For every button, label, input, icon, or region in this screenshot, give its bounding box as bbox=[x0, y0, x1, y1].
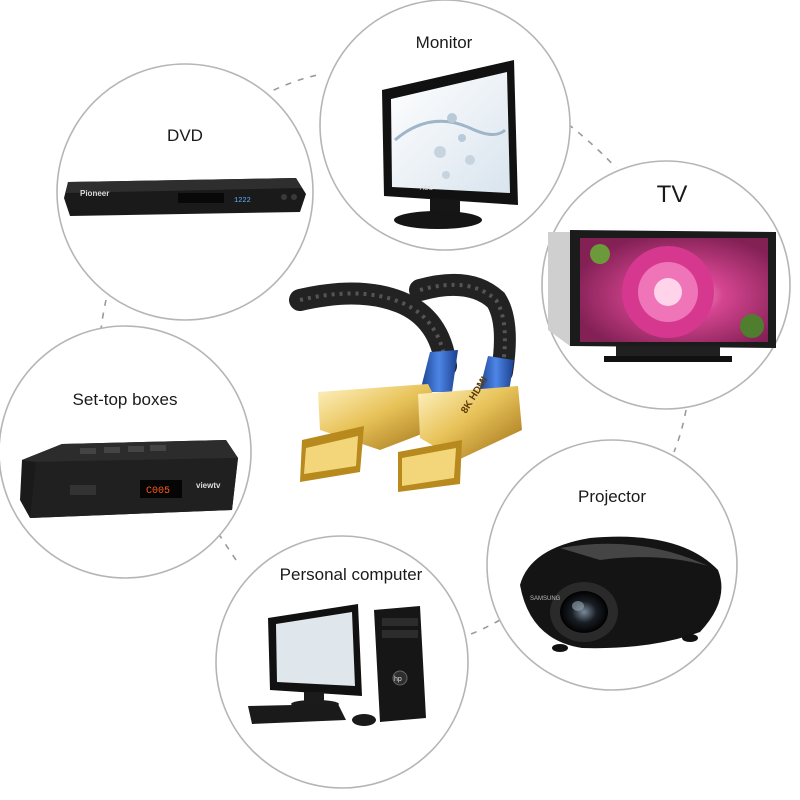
dvd-player-icon: Pioneer 1222 bbox=[64, 178, 306, 216]
dvd-label: DVD bbox=[167, 126, 203, 145]
monitor-brand: AOC bbox=[420, 186, 434, 192]
connector-monitor-tv bbox=[567, 123, 617, 169]
connector-pc-settop bbox=[215, 529, 237, 561]
settop-brand: viewtv bbox=[196, 481, 221, 490]
pc-brand: hp bbox=[394, 676, 402, 683]
projector-icon: SAMSUNG bbox=[520, 536, 722, 652]
dvd-brand: Pioneer bbox=[80, 189, 109, 198]
connector-lines bbox=[99, 73, 687, 637]
projector-brand: SAMSUNG bbox=[530, 596, 561, 602]
set-top-box-icon: C005 viewtv bbox=[20, 440, 238, 518]
dvd-display: 1222 bbox=[234, 197, 251, 205]
desktop-computer-icon: hp bbox=[248, 604, 426, 726]
monitor-label: Monitor bbox=[415, 33, 473, 52]
connector-projector-pc bbox=[465, 619, 501, 637]
monitor-icon: AOC bbox=[382, 60, 518, 229]
settop-display: C005 bbox=[146, 486, 170, 497]
projector-label: Projector bbox=[577, 487, 647, 506]
connector-tv-projector bbox=[673, 409, 687, 453]
connector-dvd-monitor bbox=[261, 73, 323, 97]
hdmi-cable-icon: 8K HDMI bbox=[289, 273, 522, 492]
settop-label: Set-top boxes bbox=[72, 390, 178, 409]
connector-settop-dvd bbox=[99, 299, 107, 339]
pc-label: Personal computer bbox=[279, 565, 423, 584]
tv-label: TV bbox=[656, 181, 688, 208]
tv-icon bbox=[548, 230, 776, 362]
